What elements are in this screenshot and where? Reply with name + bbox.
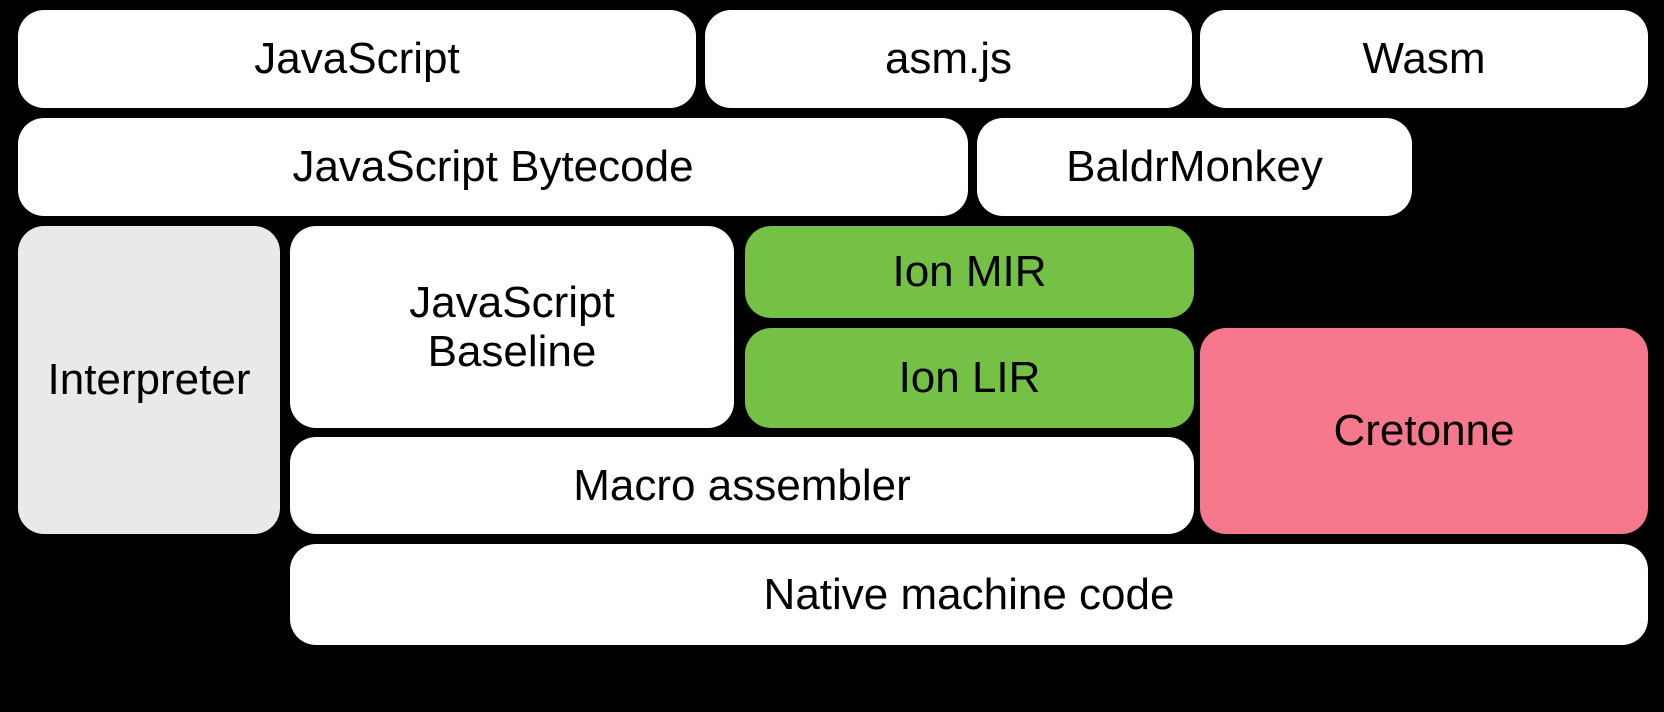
node-wasm[interactable]: Wasm xyxy=(1200,10,1648,108)
node-baldrmonkey[interactable]: BaldrMonkey xyxy=(977,118,1412,216)
node-cretonne[interactable]: Cretonne xyxy=(1200,328,1648,534)
node-ion-lir[interactable]: Ion LIR xyxy=(745,328,1194,428)
node-javascript-bytecode[interactable]: JavaScript Bytecode xyxy=(18,118,968,216)
node-asm-js[interactable]: asm.js xyxy=(705,10,1192,108)
node-native-machine-code[interactable]: Native machine code xyxy=(290,544,1648,645)
node-interpreter[interactable]: Interpreter xyxy=(18,226,280,534)
node-macro-assembler[interactable]: Macro assembler xyxy=(290,437,1194,534)
node-javascript[interactable]: JavaScript xyxy=(18,10,696,108)
node-ion-mir[interactable]: Ion MIR xyxy=(745,226,1194,318)
node-javascript-baseline[interactable]: JavaScript Baseline xyxy=(290,226,734,428)
